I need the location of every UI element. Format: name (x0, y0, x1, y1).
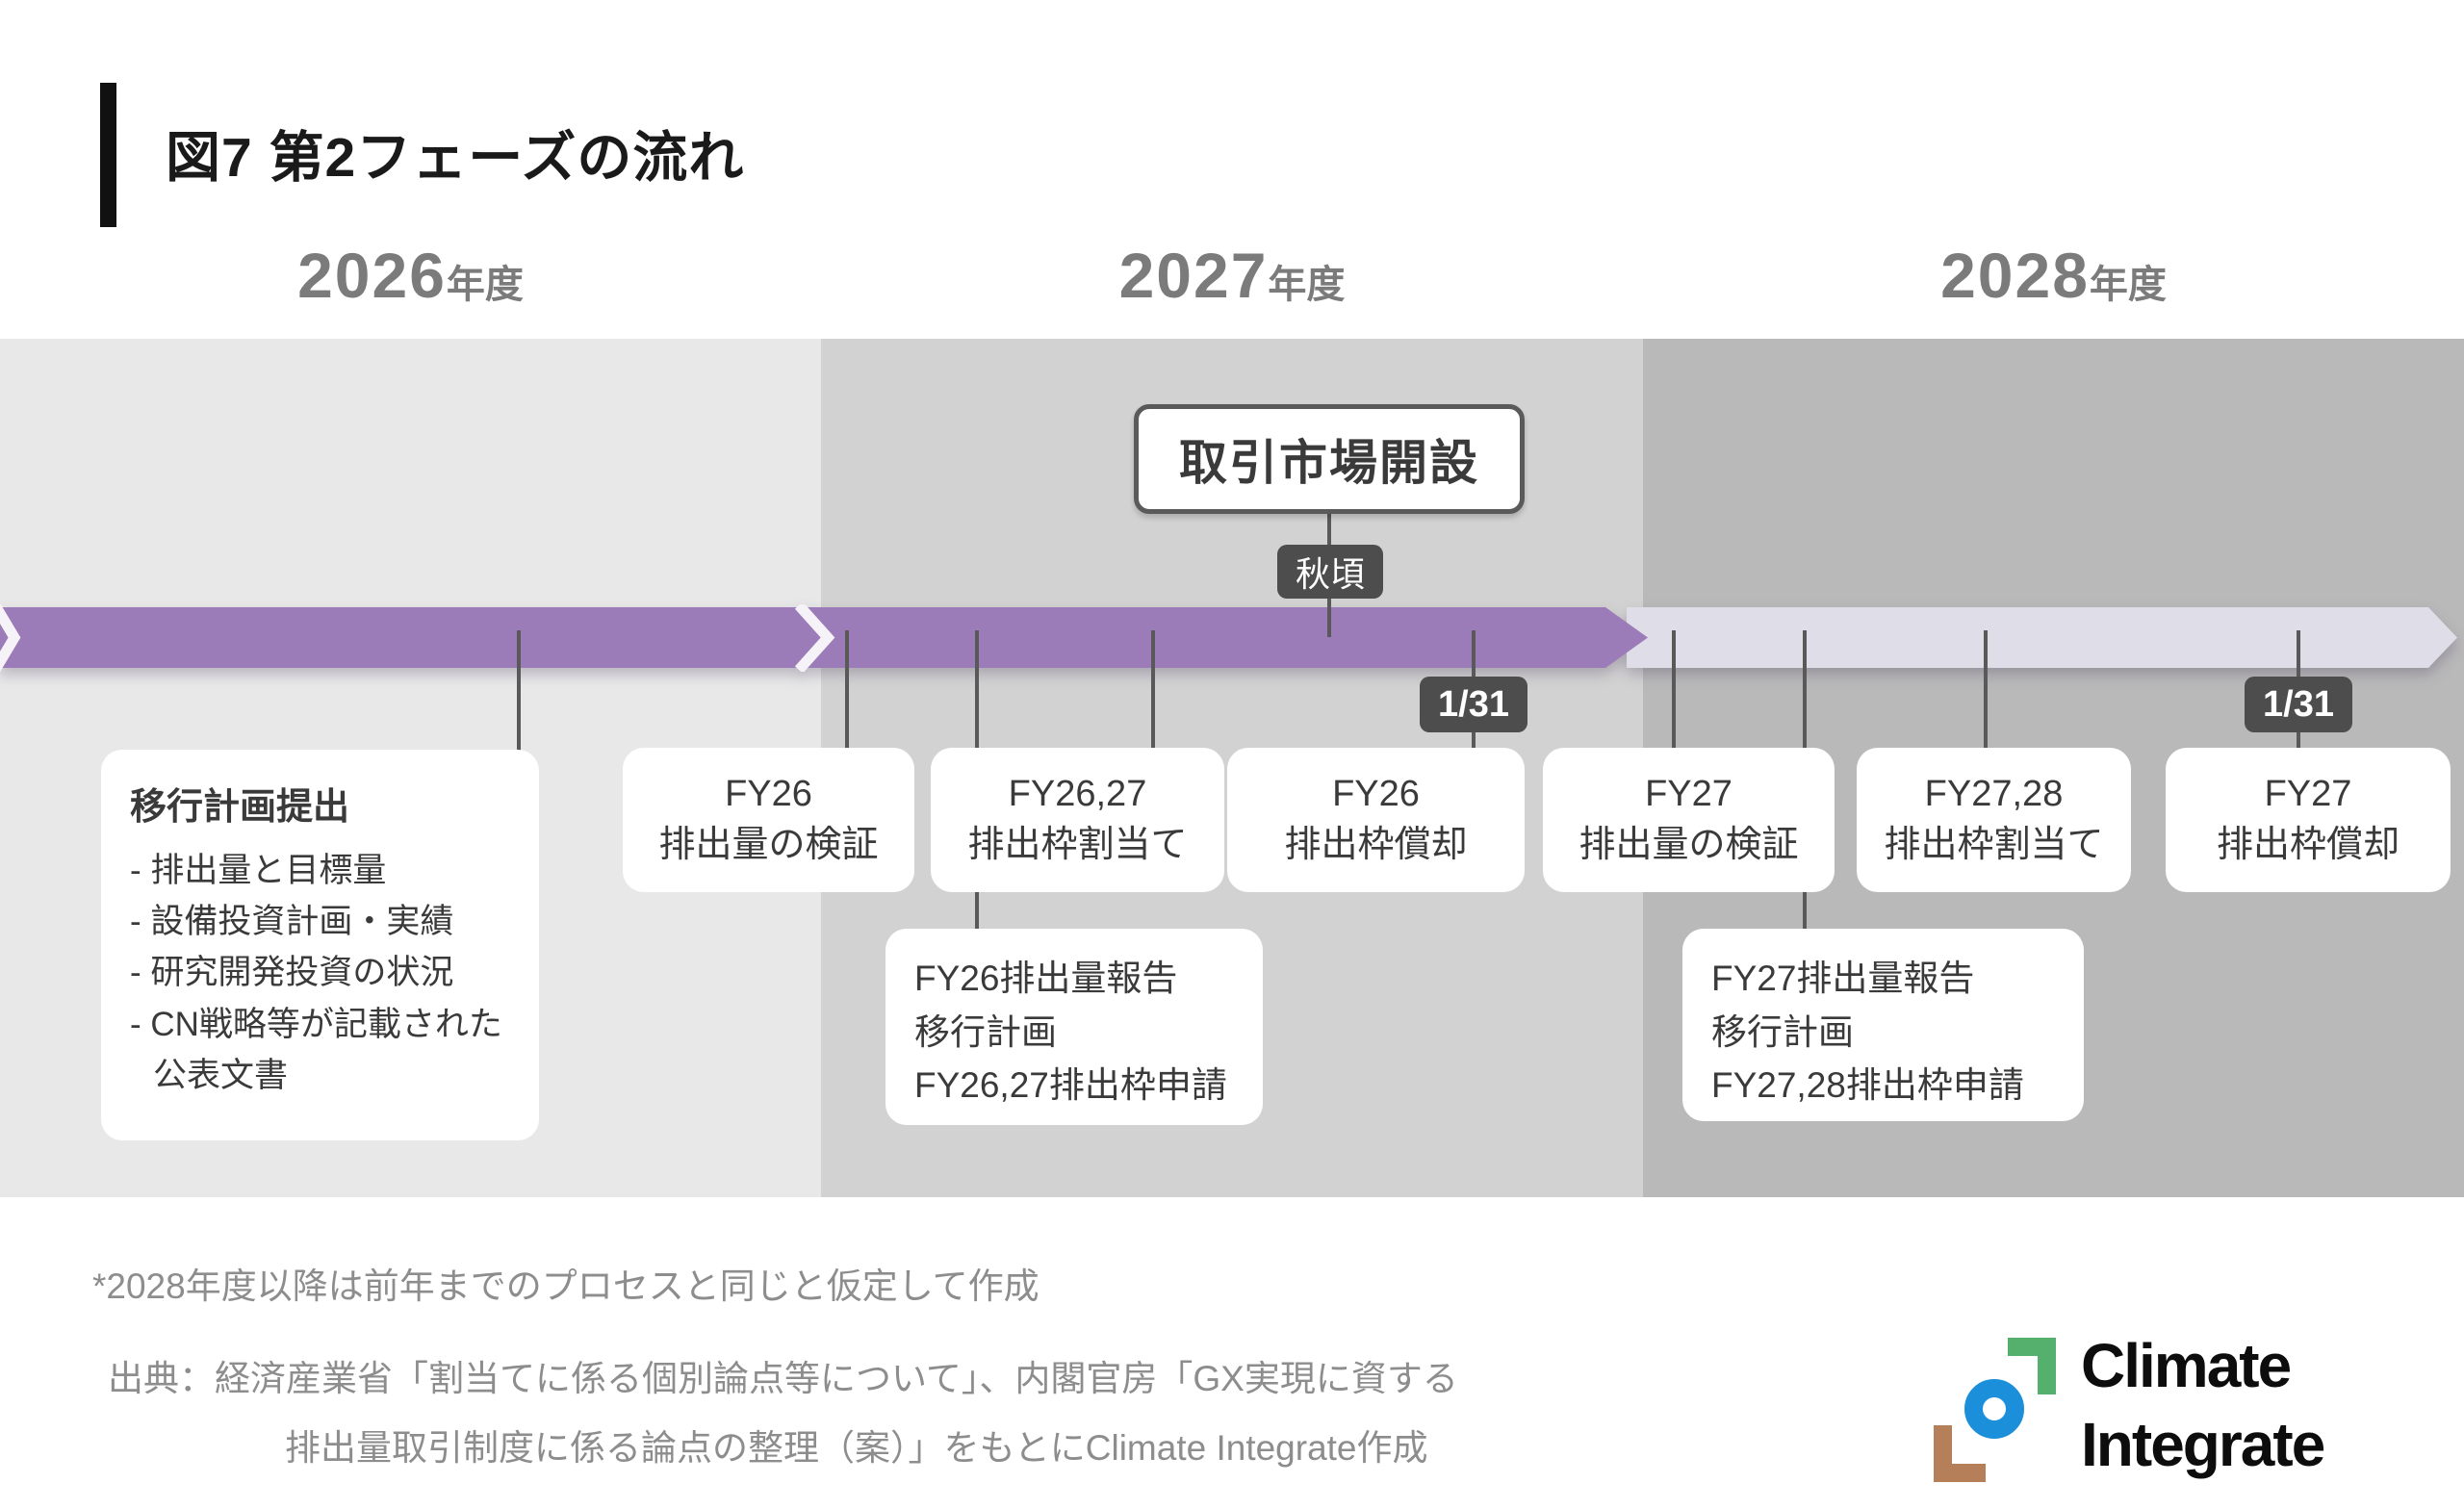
logo-brown-corner-icon (1934, 1464, 1986, 1482)
year-header-2026: 2026年度 (0, 239, 821, 335)
milestone-line2: 排出量の検証 (658, 825, 879, 865)
logo-wordmark: Climate Integrate (2081, 1326, 2325, 1484)
year-2027: 2027 (1118, 240, 1269, 311)
tick-fy26-verification (845, 630, 849, 750)
submission-line1: FY26排出量報告 (914, 959, 1178, 998)
tick-fy27-28-allocation (1984, 630, 1988, 750)
year-2027-suffix: 年度 (1268, 264, 1346, 306)
tick-fy26-27-allocation (1151, 630, 1155, 750)
year-header-2028: 2028年度 (1643, 239, 2464, 335)
submission-line1: FY27排出量報告 (1711, 959, 1975, 998)
timeline-future-segment (1627, 607, 2457, 668)
band-break-chevron (794, 604, 835, 672)
submission-line3: FY27,28排出枠申請 (1711, 1065, 2024, 1105)
logo-word-integrate: Integrate (2081, 1410, 2325, 1479)
source-line2: 排出量取引制度に係る論点の整理（案）」をもとにClimate Integrate… (285, 1428, 1428, 1468)
plan-box-item: - CN戦略等が記載された公表文書 (130, 1005, 502, 1094)
band-start-chevron (0, 604, 21, 672)
milestone-line1: FY27 (2264, 773, 2352, 814)
figure-title: 図7 第2フェーズの流れ (166, 127, 745, 189)
plan-box-item: - 排出量と目標量 (130, 852, 387, 889)
year-2026-suffix: 年度 (446, 264, 524, 306)
plan-box-item: - 研究開発投資の状況 (130, 954, 454, 992)
milestone-line2: 排出枠償却 (1284, 825, 1468, 865)
source-line1: 出典：経済産業省「割当てに係る個別論点等について」、内閣官房「GX実現に資する (108, 1359, 1458, 1398)
submission-line3: FY26,27排出枠申請 (914, 1065, 1227, 1105)
tick-plan-submission (517, 630, 521, 753)
submission-line2: 移行計画 (1711, 1011, 1854, 1052)
year-2028-suffix: 年度 (2089, 264, 2167, 306)
milestone-line2: 排出枠償却 (2216, 825, 2400, 865)
milestone-line1: FY27,28 (1924, 773, 2064, 814)
year-2028: 2028 (1940, 240, 2090, 311)
milestone-line2: 排出枠割当て (967, 825, 1188, 865)
submission-box-fy26: FY26排出量報告 移行計画 FY26,27排出枠申請 (886, 929, 1263, 1125)
milestone-line1: FY26,27 (1008, 773, 1147, 814)
submission-line2: 移行計画 (914, 1011, 1057, 1052)
milestone-line1: FY26 (1332, 773, 1420, 814)
market-opening-callout: 取引市場開設 (1134, 404, 1525, 514)
milestone-fy27-verification: FY27 排出量の検証 (1543, 748, 1835, 892)
plan-box-title: 移行計画提出 (130, 787, 350, 828)
milestone-line2: 排出枠割当て (1884, 825, 2104, 865)
logo-green-corner-icon (2038, 1338, 2056, 1394)
milestone-line2: 排出量の検証 (1578, 825, 1799, 865)
transition-plan-box: 移行計画提出 - 排出量と目標量 - 設備投資計画・実績 - 研究開発投資の状況… (101, 750, 539, 1140)
milestone-fy27-retirement: FY27 排出枠償却 (2166, 748, 2451, 892)
title-accent-bar (100, 83, 116, 227)
year-header-2027: 2027年度 (821, 239, 1643, 335)
footnote: *2028年度以降は前年までのプロセスと同じと仮定して作成 (92, 1266, 1040, 1306)
milestone-line1: FY26 (725, 773, 812, 814)
timeline-arrow-band (0, 604, 2457, 672)
date-tag-jan31-second: 1/31 (2245, 677, 2352, 732)
submission-box-fy27: FY27排出量報告 移行計画 FY27,28排出枠申請 (1682, 929, 2084, 1121)
milestone-line1: FY27 (1645, 773, 1732, 814)
year-2026: 2026 (297, 240, 447, 311)
season-tag: 秋頃 (1277, 545, 1383, 599)
date-tag-jan31-first: 1/31 (1420, 677, 1527, 732)
milestone-fy26-27-allocation: FY26,27 排出枠割当て (931, 748, 1224, 892)
milestone-fy26-verification: FY26 排出量の検証 (623, 748, 914, 892)
plan-box-item: - 設備投資計画・実績 (130, 903, 454, 941)
logo-blue-ring-icon (1964, 1379, 2024, 1439)
tick-fy27-verification (1672, 630, 1676, 750)
milestone-fy26-retirement: FY26 排出枠償却 (1227, 748, 1525, 892)
logo-word-climate: Climate (2081, 1331, 2292, 1400)
milestone-fy27-28-allocation: FY27,28 排出枠割当て (1857, 748, 2131, 892)
